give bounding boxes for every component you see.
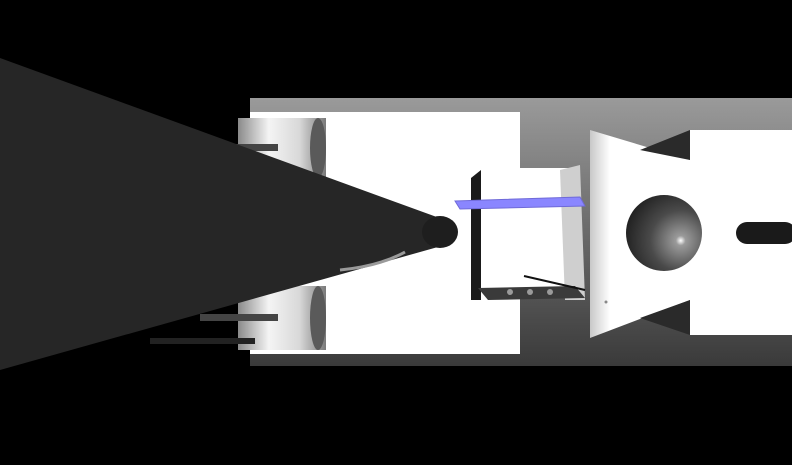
dark-cone-tip bbox=[0, 58, 458, 370]
blue-sample-plate bbox=[454, 196, 586, 210]
right-rod bbox=[736, 222, 792, 244]
perforated-base-plate bbox=[478, 275, 586, 300]
metal-sphere bbox=[626, 195, 702, 271]
clamp-bar bbox=[150, 338, 255, 344]
